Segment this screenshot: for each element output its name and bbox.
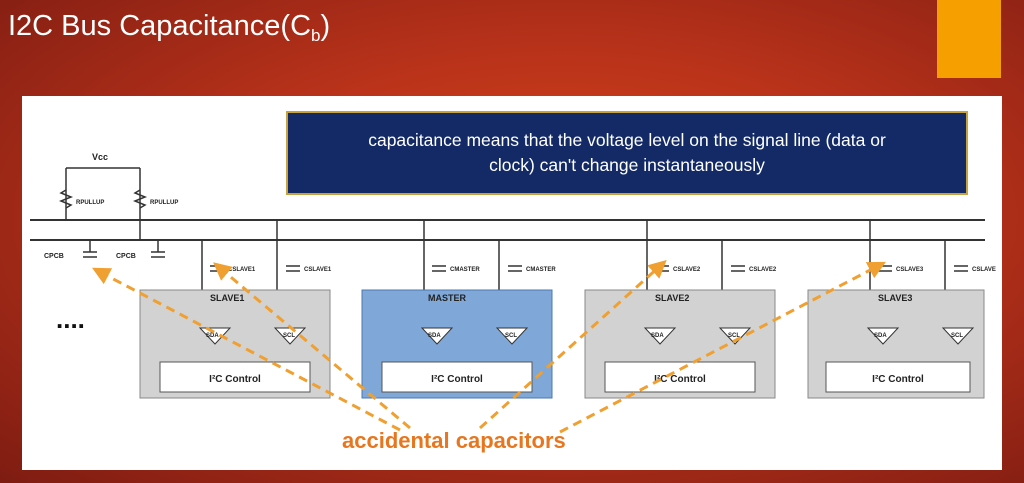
device-scl-label: SCL xyxy=(505,333,517,339)
device-slave3: CSLAVE3 CSLAVE SLAVE3 SDA SCL I²C Contro… xyxy=(807,220,996,399)
device-slave2: CSLAVE2 CSLAVE2 SLAVE2 SDA SCL I²C Contr… xyxy=(584,220,777,399)
pullup-left-label: RPULLUP xyxy=(76,200,104,206)
device-control-box xyxy=(159,361,311,393)
device-control-label: I²C Control xyxy=(872,374,924,385)
device-sda-buffer xyxy=(420,327,454,345)
callout-box: capacitance means that the voltage level… xyxy=(286,111,968,195)
device-name: SLAVE2 xyxy=(655,293,689,303)
device-scl-label: SCL xyxy=(951,333,963,339)
device-scl-label: SCL xyxy=(728,333,740,339)
pullup-right-resistor xyxy=(132,189,148,209)
device-cap-2-label: CSLAVE1 xyxy=(304,267,332,273)
arrow-to-slave1-cap xyxy=(213,262,411,430)
callout-text-line-2: clock) can't change instantaneously xyxy=(489,155,765,175)
device-name: SLAVE1 xyxy=(210,293,244,303)
device-cap-2-label: CSLAVE xyxy=(972,267,996,273)
device-cap-1-label: CSLAVE1 xyxy=(228,267,256,273)
slide-title: I2C Bus Capacitance(Cb) xyxy=(8,10,330,46)
arrows xyxy=(92,259,886,434)
device-scl-buffer xyxy=(718,327,752,345)
slide-title-main: I2C Bus Capacitance(C xyxy=(8,10,312,42)
arrow-to-slave2-cap xyxy=(478,259,667,430)
pcb-cap-1-label: CPCB xyxy=(44,253,64,260)
device-scl-label: SCL xyxy=(283,333,295,339)
device-control-box xyxy=(825,361,971,393)
caption: accidental capacitors xyxy=(342,428,566,453)
device-cap-2-label: CSLAVE2 xyxy=(749,267,777,273)
device-control-box xyxy=(381,361,533,393)
device-cap-1-label: CSLAVE3 xyxy=(896,267,924,273)
accent-box xyxy=(937,0,1001,78)
device-cap-1-label: CSLAVE2 xyxy=(673,267,701,273)
vcc-label: Vcc xyxy=(92,152,108,162)
device-cap-2-label: CMASTER xyxy=(526,267,556,273)
device-sda-label: SDA xyxy=(206,333,219,339)
pullup-right-label: RPULLUP xyxy=(150,200,178,206)
arrow-to-pcb-cap xyxy=(92,267,401,432)
device-control-label: I²C Control xyxy=(654,374,706,385)
ellipsis: .... xyxy=(56,304,85,334)
device-master: CMASTER CMASTER MASTER SDA SCL I²C Contr… xyxy=(361,220,556,399)
pcb-cap-2-label: CPCB xyxy=(116,253,136,260)
device-sda-buffer xyxy=(866,327,900,345)
slide-title-close: ) xyxy=(320,10,331,42)
device-cap-1-label: CMASTER xyxy=(450,267,480,273)
device-control-box xyxy=(604,361,756,393)
device-scl-buffer xyxy=(941,327,975,345)
device-name: MASTER xyxy=(428,293,467,303)
device-scl-buffer xyxy=(495,327,529,345)
callout-text-line-1: capacitance means that the voltage level… xyxy=(368,130,886,150)
device-name: SLAVE3 xyxy=(878,293,912,303)
device-control-label: I²C Control xyxy=(209,374,261,385)
device-sda-label: SDA xyxy=(428,333,441,339)
device-sda-buffer xyxy=(643,327,677,345)
device-control-label: I²C Control xyxy=(431,374,483,385)
device-sda-label: SDA xyxy=(874,333,887,339)
slide-title-subscript: b xyxy=(311,26,321,45)
device-sda-label: SDA xyxy=(651,333,664,339)
pullup-left-resistor xyxy=(58,189,74,209)
